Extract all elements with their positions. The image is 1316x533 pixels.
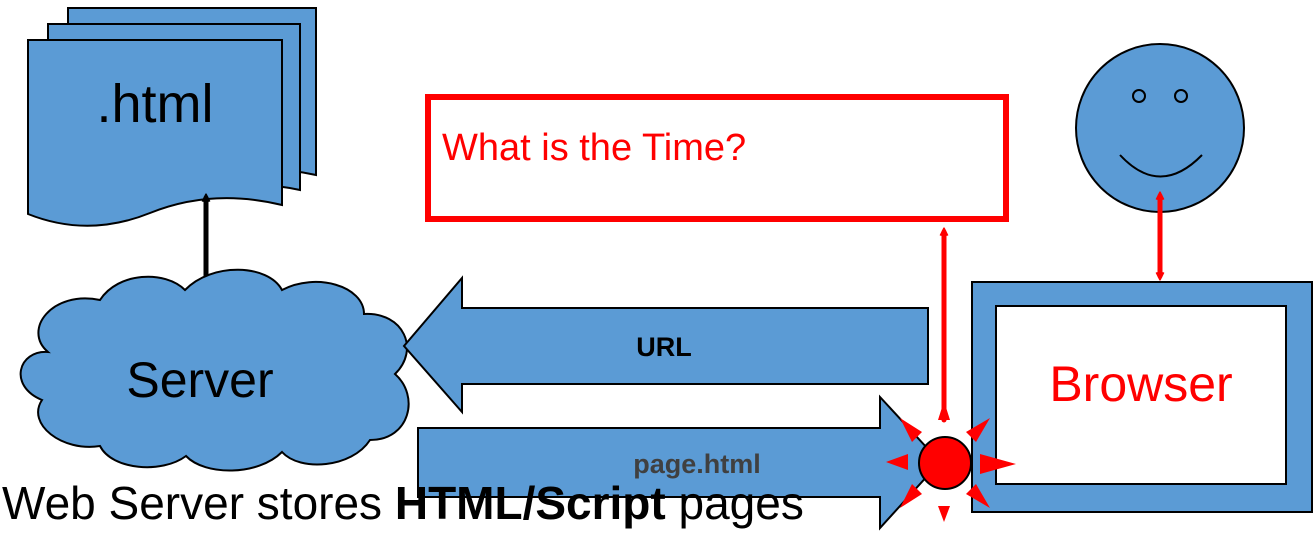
browser-window: Browser xyxy=(971,281,1313,513)
starburst-core xyxy=(918,436,972,490)
ray-up xyxy=(938,401,950,420)
smiley-face-icon xyxy=(1075,43,1245,213)
ray-right xyxy=(980,454,1016,474)
page-response-arrow: page.html xyxy=(417,394,942,531)
caption: Web Server stores HTML/Script pages xyxy=(2,480,804,526)
url-arrow-label: URL xyxy=(636,332,692,362)
face-circle xyxy=(1075,43,1245,213)
caption-bold: HTML/Script xyxy=(394,477,666,529)
page-arrow-label: page.html xyxy=(633,449,761,479)
starburst-icon xyxy=(886,401,1016,522)
document-front xyxy=(27,39,283,227)
html-document-stack: .html xyxy=(27,7,317,227)
caption-suffix: pages xyxy=(665,477,804,529)
server-label: Server xyxy=(126,352,273,408)
caption-prefix: Web Server stores xyxy=(2,477,395,529)
mouth xyxy=(1119,154,1203,178)
ray-up-left xyxy=(900,418,922,442)
server-cloud: Server xyxy=(19,268,410,472)
document-label: .html xyxy=(96,74,213,134)
question-box: What is the Time? xyxy=(425,94,1009,222)
cloud-shape xyxy=(19,268,410,472)
browser-screen xyxy=(995,305,1287,485)
ray-up-right xyxy=(966,418,990,442)
ray-down xyxy=(938,506,950,522)
ray-down-right xyxy=(966,484,990,508)
right-eye xyxy=(1174,89,1188,103)
question-text: What is the Time? xyxy=(442,127,746,169)
left-eye xyxy=(1132,89,1146,103)
question-box-frame xyxy=(425,94,1009,222)
browser-label: Browser xyxy=(1049,356,1232,412)
ray-down-left xyxy=(900,484,922,508)
ray-left xyxy=(886,454,908,470)
url-request-arrow: URL xyxy=(402,275,929,415)
url-arrow-shape xyxy=(402,275,929,415)
